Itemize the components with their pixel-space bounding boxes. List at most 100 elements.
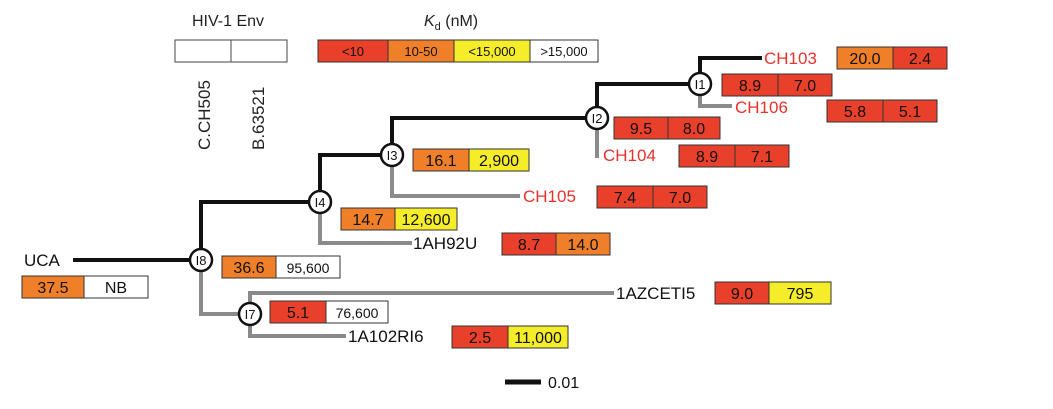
kd-cell-ch105-2 — [652, 185, 708, 209]
tree-branches — [73, 56, 762, 338]
tree-nodes: I1 I2 I3 I4 I8 I7 — [188, 71, 713, 327]
kd-cell-1azceti5-2 — [768, 281, 832, 305]
kd-value-i7-1: 5.1 — [287, 305, 309, 322]
kd-box-1azceti5: 9.0 795 — [714, 281, 832, 305]
kd-value-i4-1: 14.7 — [352, 212, 383, 229]
kd-value-i8-1: 36.6 — [233, 260, 264, 277]
branch-i3-i2 — [390, 116, 587, 145]
env-box-1 — [174, 39, 232, 63]
kd-cell-i7-2 — [325, 300, 389, 324]
kd-value-1a102ri6-2: 11,000 — [514, 330, 562, 347]
kd-value-i1-2: 7.0 — [794, 78, 816, 95]
kd-box-ch105: 7.4 7.0 — [596, 185, 708, 209]
kd-value-i8-2: 95,600 — [287, 260, 330, 276]
kd-cell-i8-2 — [275, 255, 341, 279]
kd-box-i8: 36.6 95,600 — [221, 255, 341, 279]
kd-box-ch104: 8.9 7.1 — [678, 144, 790, 168]
kd-value-1ah92u-1: 8.7 — [518, 237, 540, 254]
kd-box-i2: 9.5 8.0 — [613, 116, 721, 140]
kd-box-i4: 14.7 12,600 — [340, 207, 458, 231]
branch-i4-i3 — [318, 153, 382, 192]
kd-box-ch103: 20.0 2.4 — [836, 46, 948, 70]
branch-i1-ch106 — [698, 94, 732, 108]
branch-i7-a102ri6 — [248, 324, 346, 338]
kd-value-ch105-2: 7.0 — [669, 190, 691, 207]
node-i3-label: I3 — [387, 148, 398, 163]
kd-boxes: 37.5 NB 20.0 2.4 8.9 7.0 5.8 5.1 9.5 — [21, 46, 948, 349]
node-i8: I8 — [188, 247, 214, 273]
kd-box-uca: 37.5 NB — [21, 275, 149, 299]
kd-value-1azceti5-2: 795 — [787, 286, 814, 303]
leaf-ch106: CH106 — [735, 98, 788, 117]
legend-label-lt15000: <15,000 — [468, 44, 515, 59]
node-i1-label: I1 — [695, 77, 706, 92]
leaf-1a102ri6: 1A102RI6 — [348, 327, 424, 346]
kd-value-i2-1: 9.5 — [630, 121, 652, 138]
kd-box-1a102ri6: 2.5 11,000 — [451, 325, 569, 349]
kd-title: Kd (nM) — [424, 13, 478, 33]
kd-value-ch106-2: 5.1 — [899, 104, 921, 121]
leaf-1azceti5: 1AZCETI5 — [616, 284, 695, 303]
kd-title-unit: (nM) — [441, 13, 478, 30]
node-i4-label: I4 — [315, 195, 326, 210]
kd-cell-ch106-2 — [882, 99, 938, 123]
kd-value-uca-2: NB — [105, 280, 127, 297]
env-box-2 — [230, 39, 288, 63]
kd-value-ch103-2: 2.4 — [909, 51, 931, 68]
kd-cell-uca-2 — [83, 275, 149, 299]
node-i2-label: I2 — [592, 111, 603, 126]
kd-box-1ah92u: 8.7 14.0 — [501, 232, 611, 256]
kd-cell-1ah92u-2 — [555, 232, 611, 256]
env-label-cch505: C.CH505 — [195, 80, 214, 150]
node-i3-circle — [379, 142, 405, 168]
env-title: HIV-1 Env — [192, 13, 264, 30]
node-i8-label: I8 — [196, 253, 207, 268]
kd-box-i1: 8.9 7.0 — [721, 73, 833, 97]
kd-cell-i4-2 — [394, 207, 458, 231]
kd-title-main: K — [424, 13, 436, 30]
kd-box-i3: 16.1 2,900 — [412, 148, 530, 172]
kd-value-ch105-1: 7.4 — [614, 190, 636, 207]
leaf-uca: UCA — [24, 251, 61, 270]
node-i7-circle — [237, 301, 263, 327]
kd-value-i3-1: 16.1 — [425, 153, 456, 170]
branch-i3-ch105 — [390, 165, 520, 198]
kd-cell-i1-2 — [777, 73, 833, 97]
leaf-ch105: CH105 — [523, 187, 576, 206]
kd-value-ch103-1: 20.0 — [849, 51, 880, 68]
leaf-labels: UCA CH103 CH106 CH104 CH105 1AH92U 1AZCE… — [24, 49, 817, 346]
branch-i4-ah92u — [318, 212, 412, 245]
scale-bar: 0.01 — [505, 375, 579, 392]
kd-value-ch104-1: 8.9 — [696, 149, 718, 166]
kd-cell-1a102ri6-2 — [507, 325, 569, 349]
legend-label-gt15000: >15,000 — [540, 44, 587, 59]
scale-bar-label: 0.01 — [548, 375, 579, 392]
kd-cell-ch103-2 — [892, 46, 948, 70]
legend-label-lt10: <10 — [342, 44, 364, 59]
kd-value-1a102ri6-1: 2.5 — [469, 330, 491, 347]
kd-box-i7: 5.1 76,600 — [269, 300, 389, 324]
kd-value-1ah92u-2: 14.0 — [567, 237, 598, 254]
node-i1-circle — [687, 71, 713, 97]
kd-box-ch106: 5.8 5.1 — [826, 99, 938, 123]
kd-cell-i2-2 — [667, 116, 721, 140]
env-label-b63521: B.63521 — [249, 87, 268, 150]
node-i1: I1 — [687, 71, 713, 97]
node-i7: I7 — [237, 301, 263, 327]
branch-i8-i7 — [199, 270, 240, 316]
kd-value-i1-1: 8.9 — [739, 78, 761, 95]
kd-value-i4-2: 12,600 — [402, 212, 451, 229]
leaf-ch103: CH103 — [764, 49, 817, 68]
branch-i8-i4 — [199, 200, 310, 250]
branch-i7-azceti5 — [248, 291, 614, 304]
legend-swatch-white — [529, 39, 599, 63]
node-i4-circle — [307, 189, 333, 215]
kd-cell-ch104-2 — [734, 144, 790, 168]
kd-title-sub: d — [435, 21, 441, 33]
node-i4: I4 — [307, 189, 333, 215]
kd-value-ch104-2: 7.1 — [751, 149, 773, 166]
node-i7-label: I7 — [245, 307, 256, 322]
branch-i1-ch103 — [698, 56, 762, 74]
branch-i2-i1 — [595, 82, 690, 108]
